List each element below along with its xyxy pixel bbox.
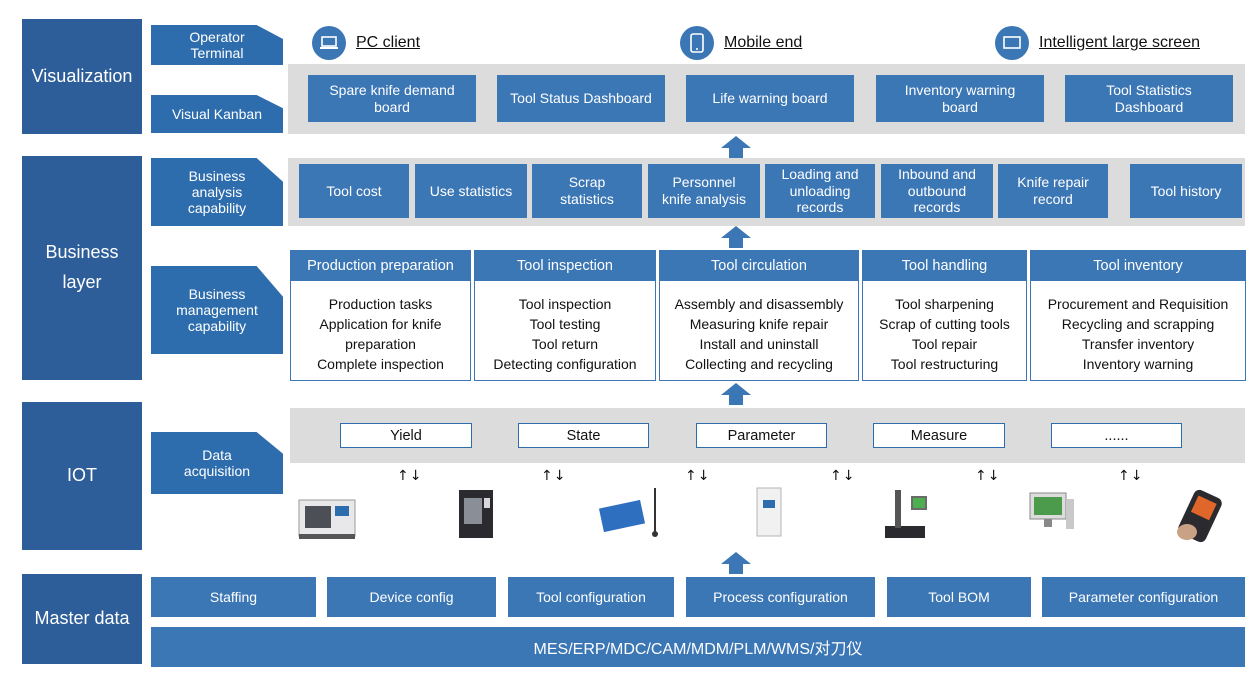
machining-center-icon (296, 492, 358, 542)
mgmt-item: Tool repair (911, 336, 978, 352)
mgmt-tool-inspection[interactable]: Tool inspection Tool inspection Tool tes… (474, 250, 656, 381)
mgmt-tool-inventory[interactable]: Tool inventory Procurement and Requisiti… (1030, 250, 1246, 381)
client-mobile[interactable]: Mobile end (680, 26, 802, 60)
master-tool-configuration[interactable]: Tool configuration (508, 577, 674, 617)
analysis-loading-records[interactable]: Loading and unloading records (765, 164, 875, 218)
acq-parameter[interactable]: Parameter (696, 423, 827, 448)
analysis-scrap-statistics[interactable]: Scrap statistics (532, 164, 642, 218)
analysis-tool-cost[interactable]: Tool cost (299, 164, 409, 218)
acq-yield[interactable]: Yield (340, 423, 472, 448)
mgmt-item: Tool inspection (518, 296, 612, 312)
mgmt-item: Procurement and Requisition (1047, 296, 1229, 312)
tag-visual-kanban: Visual Kanban (151, 95, 283, 133)
vertical-machine-icon (453, 488, 499, 540)
kanban-tool-status[interactable]: Tool Status Dashboard (497, 75, 665, 122)
client-pc[interactable]: PC client (312, 26, 420, 60)
mgmt-tool-handling[interactable]: Tool handling Tool sharpening Scrap of c… (862, 250, 1027, 381)
up-arrow-icon (721, 136, 751, 158)
pc-workstation-icon (1026, 488, 1076, 534)
analysis-inbound-outbound[interactable]: Inbound and outbound records (881, 164, 993, 218)
updown-arrows-icon: ↑↓ (397, 468, 423, 484)
layer-visualization: Visualization (22, 19, 142, 134)
wireless-gateway-icon (596, 486, 664, 538)
client-mobile-label: Mobile end (724, 34, 803, 51)
up-arrow-icon (721, 383, 751, 405)
mgmt-item: Tool testing (529, 316, 601, 332)
updown-arrows-icon: ↑↓ (975, 468, 1001, 484)
mgmt-item: Tool return (531, 336, 599, 352)
tool-cabinet-icon (752, 486, 786, 538)
mgmt-item: Application for knife (319, 316, 442, 332)
mgmt-item: Detecting configuration (493, 356, 637, 372)
mgmt-item: Tool restructuring (890, 356, 999, 372)
mgmt-item: Assembly and disassembly (674, 296, 844, 312)
layer-master-data: Master data (22, 574, 142, 664)
acq-more[interactable]: ...... (1051, 423, 1182, 448)
mgmt-list: Procurement and Requisition Recycling an… (1031, 281, 1245, 374)
mgmt-title: Tool inspection (475, 251, 655, 281)
monitor-icon (995, 26, 1029, 60)
layer-visualization-label: Visualization (31, 65, 133, 86)
analysis-tool-history[interactable]: Tool history (1130, 164, 1242, 218)
mgmt-item: Tool sharpening (895, 296, 994, 312)
layer-business: Business layer (22, 156, 142, 380)
up-arrow-icon (721, 552, 751, 574)
mgmt-item: Collecting and recycling (685, 356, 833, 372)
master-device-config[interactable]: Device config (327, 577, 496, 617)
systems-bar: MES/ERP/MDC/CAM/MDM/PLM/WMS/对刀仪 (151, 627, 1245, 667)
mgmt-item: Complete inspection (317, 356, 444, 372)
tag-operator-terminal: Operator Terminal (151, 25, 283, 65)
mgmt-title: Production preparation (291, 251, 470, 281)
mgmt-title: Tool inventory (1031, 251, 1245, 281)
updown-arrows-icon: ↑↓ (1118, 468, 1144, 484)
mgmt-title: Tool handling (863, 251, 1026, 281)
mgmt-list: Assembly and disassembly Measuring knife… (660, 281, 858, 374)
mgmt-title: Tool circulation (660, 251, 858, 281)
laptop-icon (312, 26, 346, 60)
mgmt-item: Measuring knife repair (689, 316, 829, 332)
mgmt-item: Production tasks (328, 296, 433, 312)
client-large-screen[interactable]: Intelligent large screen (995, 26, 1200, 60)
handheld-terminal-icon (1168, 488, 1230, 544)
layer-business-label: Business layer (45, 242, 119, 292)
kanban-spare-knife-demand[interactable]: Spare knife demand board (308, 75, 476, 122)
updown-arrows-icon: ↑↓ (830, 468, 856, 484)
tag-business-management: Business management capability (151, 266, 283, 354)
mgmt-tool-circulation[interactable]: Tool circulation Assembly and disassembl… (659, 250, 859, 381)
acq-measure[interactable]: Measure (873, 423, 1005, 448)
master-tool-bom[interactable]: Tool BOM (887, 577, 1031, 617)
updown-arrows-icon: ↑↓ (541, 468, 567, 484)
acq-state[interactable]: State (518, 423, 649, 448)
analysis-use-statistics[interactable]: Use statistics (415, 164, 527, 218)
analysis-personnel-knife[interactable]: Personnel knife analysis (648, 164, 760, 218)
client-large-screen-label: Intelligent large screen (1039, 34, 1200, 51)
mgmt-item: Scrap of cutting tools (879, 316, 1010, 332)
kanban-inventory-warning[interactable]: Inventory warning board (876, 75, 1044, 122)
layer-master-label: Master data (34, 608, 130, 629)
mgmt-list: Production tasks Application for knife p… (291, 281, 470, 374)
client-pc-label: PC client (356, 34, 421, 51)
mgmt-item: Install and uninstall (699, 336, 819, 352)
layer-iot-label: IOT (67, 465, 97, 486)
master-staffing[interactable]: Staffing (151, 577, 316, 617)
kanban-tool-statistics[interactable]: Tool Statistics Dashboard (1065, 75, 1233, 122)
tag-business-analysis: Business analysis capability (151, 158, 283, 226)
mgmt-item: Transfer inventory (1081, 336, 1195, 352)
tag-data-acquisition: Data acquisition (151, 432, 283, 494)
mgmt-list: Tool inspection Tool testing Tool return… (475, 281, 655, 374)
tablet-icon (680, 26, 714, 60)
mgmt-item: preparation (345, 336, 416, 352)
tool-presetter-icon (880, 486, 932, 540)
updown-arrows-icon: ↑↓ (685, 468, 711, 484)
mgmt-production-preparation[interactable]: Production preparation Production tasks … (290, 250, 471, 381)
mgmt-item: Inventory warning (1082, 356, 1194, 372)
analysis-knife-repair[interactable]: Knife repair record (998, 164, 1108, 218)
up-arrow-icon (721, 226, 751, 248)
master-process-configuration[interactable]: Process configuration (686, 577, 875, 617)
layer-iot: IOT (22, 402, 142, 550)
mgmt-list: Tool sharpening Scrap of cutting tools T… (863, 281, 1026, 374)
master-parameter-configuration[interactable]: Parameter configuration (1042, 577, 1245, 617)
kanban-life-warning[interactable]: Life warning board (686, 75, 854, 122)
mgmt-item: Recycling and scrapping (1061, 316, 1215, 332)
